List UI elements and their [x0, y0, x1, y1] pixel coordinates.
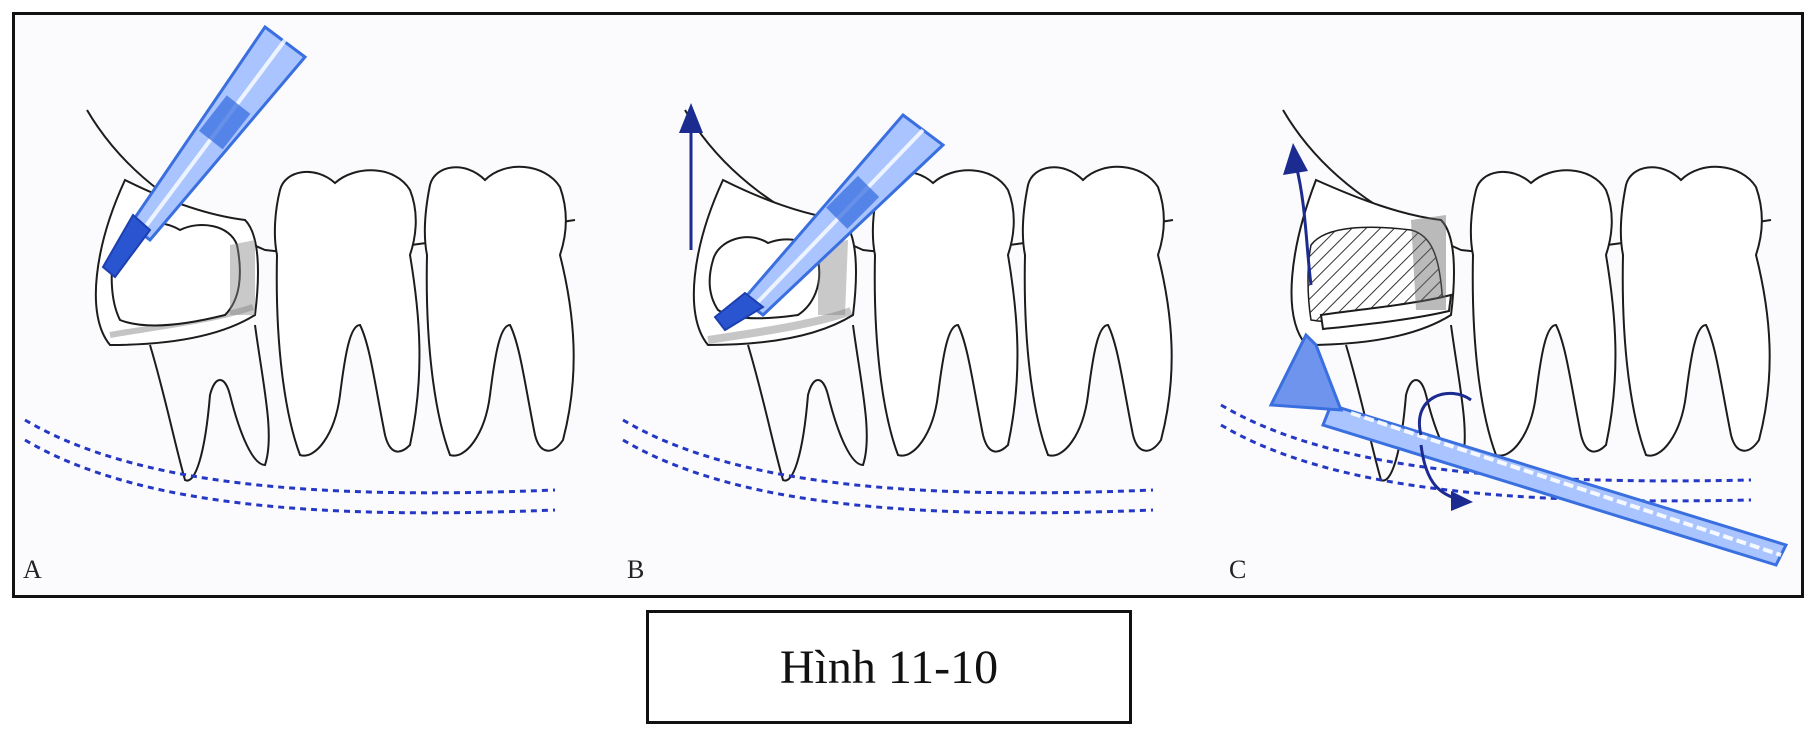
panel-label-b: B [627, 555, 645, 584]
rotate-up-arrow-icon [1283, 143, 1313, 286]
caption-box: Hình 11-10 [646, 610, 1132, 724]
molar-1 [273, 169, 421, 457]
panel-b-illustration [622, 103, 1174, 515]
figure-caption: Hình 11-10 [779, 640, 999, 694]
rotation-arrow-icon [1417, 391, 1473, 511]
bur-icon [101, 24, 308, 279]
panel-a: A [15, 15, 611, 595]
molar-2 [423, 165, 575, 457]
panel-b: B [613, 15, 1209, 595]
figure-frame: A [12, 12, 1804, 598]
panel-label-c: C [1229, 555, 1247, 584]
bur-icon [713, 112, 946, 332]
panel-c: C [1211, 15, 1801, 595]
panel-a-illustration [24, 24, 576, 515]
lift-arrow-icon [679, 103, 703, 250]
impacted-roots [149, 324, 270, 482]
elevator-icon [1268, 332, 1789, 567]
nerve-canal-upper [24, 418, 556, 495]
panel-c-illustration [1220, 109, 1789, 567]
shadow [230, 240, 255, 315]
nerve-canal-lower [24, 438, 556, 515]
impacted-crown [110, 221, 241, 327]
panel-label-a: A [23, 555, 42, 584]
